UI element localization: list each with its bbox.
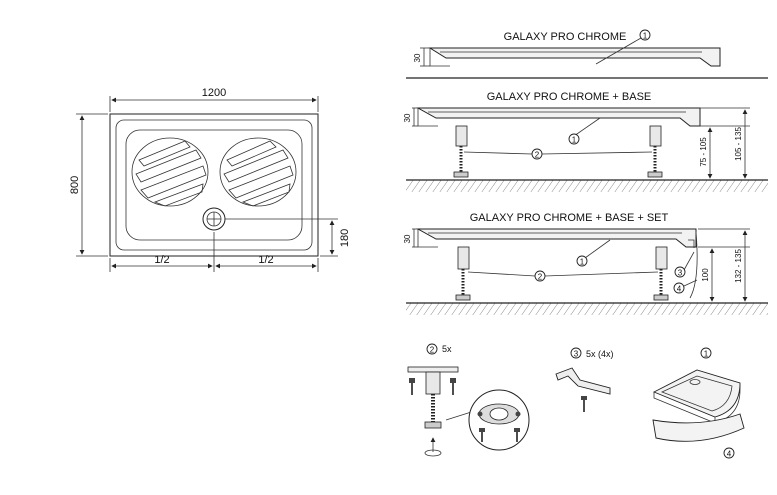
drain-offset-dimension: 180 — [339, 229, 351, 247]
bracket-icon — [555, 367, 611, 395]
elevation-2-leg-range: 75 - 105 — [699, 137, 708, 167]
part-leg-kit: 2 5x — [407, 343, 530, 457]
elevation-2-callout-1: 1 — [572, 136, 577, 145]
part-panel-number: 4 — [727, 450, 732, 459]
part-leg-number: 2 — [430, 346, 435, 355]
part-bracket-qty: 5x (4x) — [586, 349, 614, 359]
anti-slip-pad-right — [219, 137, 297, 207]
elevation-3-thickness: 30 — [403, 234, 412, 243]
elevation-3-total-range: 132 - 135 — [734, 249, 743, 283]
elevation-3-callout-3: 3 — [678, 269, 683, 278]
elevation-1-title: GALAXY PRO CHROME — [504, 31, 627, 43]
anti-slip-pad-left — [131, 137, 209, 207]
elevation-2-thickness: 30 — [403, 113, 412, 122]
elevation-tray-base: GALAXY PRO CHROME + BASE 30 75 - 105 105… — [403, 91, 768, 192]
elevation-2-title: GALAXY PRO CHROME + BASE — [487, 91, 652, 103]
elevation-1-thickness: 30 — [413, 53, 422, 62]
part-tray-number: 1 — [704, 350, 709, 359]
elevation-1-callout-1: 1 — [643, 32, 648, 41]
leg-left — [453, 125, 469, 178]
floor-hatch — [406, 180, 768, 192]
panel-icon — [652, 413, 745, 442]
elevation-2-total-range: 105 - 135 — [734, 127, 743, 161]
elevation-tray-base-set: GALAXY PRO CHROME + BASE + SET 30 100 — [403, 212, 768, 315]
elevation-3-title: GALAXY PRO CHROME + BASE + SET — [470, 212, 669, 224]
leg-right-set — [653, 246, 669, 301]
drain — [202, 207, 338, 231]
part-tray-panel: 1 4 — [652, 347, 745, 459]
screw-icon — [409, 378, 456, 395]
leg-left-set — [455, 246, 471, 301]
plan-view: 1200 800 1/2 1/2 180 — [69, 87, 351, 272]
part-bracket: 3 5x (4x) — [555, 347, 614, 412]
elevation-3-callout-4: 4 — [677, 285, 682, 294]
elevation-3-callout-1: 1 — [580, 258, 585, 267]
elevation-tray-only: GALAXY PRO CHROME 30 1 — [406, 29, 768, 79]
half-right-dimension: 1/2 — [258, 254, 273, 266]
elevation-3-callout-2: 2 — [538, 273, 543, 282]
screw-icon — [479, 428, 520, 442]
part-leg-qty: 5x — [442, 344, 452, 354]
leg-right — [647, 125, 663, 178]
elevation-2-callout-2: 2 — [535, 151, 540, 160]
screw-icon — [581, 396, 587, 412]
elevation-3-leg: 100 — [701, 268, 710, 282]
part-bracket-number: 3 — [574, 350, 579, 359]
front-panel — [689, 231, 698, 299]
width-dimension: 1200 — [202, 87, 226, 99]
height-dimension: 800 — [69, 176, 81, 194]
half-left-dimension: 1/2 — [154, 254, 169, 266]
